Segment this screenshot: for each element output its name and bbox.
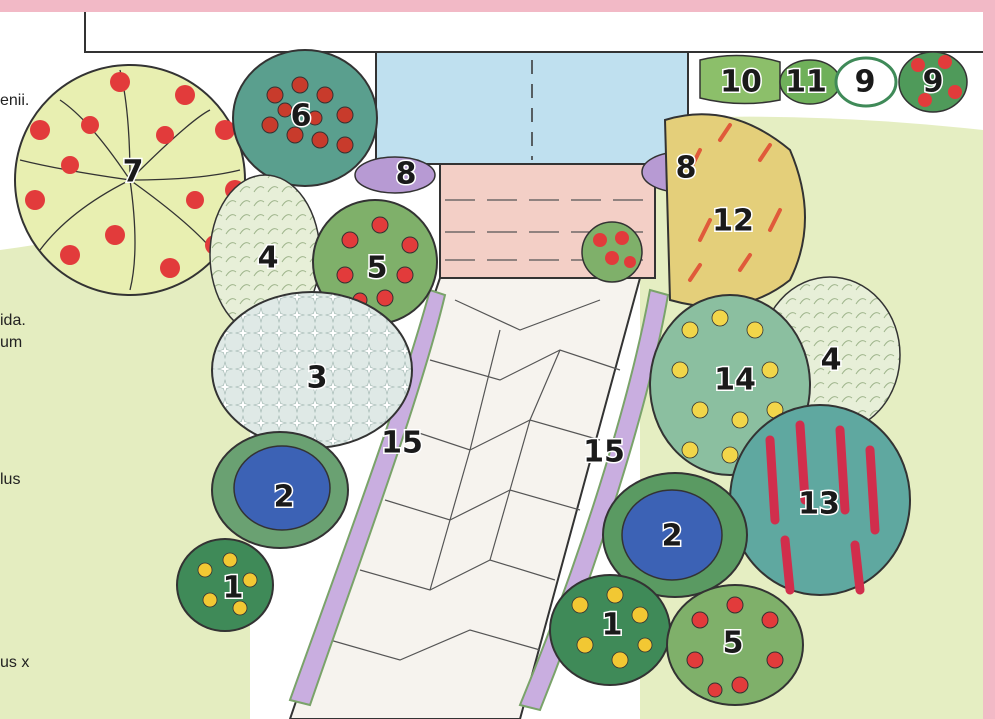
label-plant-3: 3	[307, 361, 328, 396]
label-plant-5-left: 5	[367, 251, 388, 286]
label-plant-11: 11	[785, 65, 827, 100]
caption-fragment-5: us x	[0, 654, 29, 672]
house-wall-outline	[85, 12, 983, 52]
label-plant-6: 6	[291, 99, 312, 134]
label-plant-14: 14	[714, 363, 756, 398]
caption-fragment-2: ida.	[0, 312, 26, 330]
caption-fragment-3: um	[0, 334, 22, 352]
caption-fragment-1: enii.	[0, 92, 29, 110]
label-plant-9-white: 9	[855, 65, 876, 100]
label-plant-4-left: 4	[258, 241, 279, 276]
label-plant-10: 10	[720, 65, 762, 100]
label-plant-7: 7	[123, 155, 144, 190]
label-plant-1-right: 1	[602, 608, 623, 643]
label-plant-15-left: 15	[381, 426, 423, 461]
caption-fragment-4: lus	[0, 471, 20, 489]
label-plant-1-left: 1	[223, 571, 244, 606]
label-plant-9-red: 9	[923, 65, 944, 100]
label-plant-2-right: 2	[662, 519, 683, 554]
frame-top-border	[0, 0, 995, 12]
label-plant-5-right: 5	[723, 626, 744, 661]
label-plant-2-left: 2	[274, 480, 295, 515]
label-plant-8-left: 8	[396, 157, 417, 192]
label-plant-13: 13	[798, 487, 840, 522]
label-plant-15-right: 15	[583, 435, 625, 470]
label-plant-12: 12	[712, 204, 754, 239]
label-plant-8-right: 8	[676, 151, 697, 186]
frame-right-border	[983, 0, 995, 719]
label-plant-4-right: 4	[821, 343, 842, 378]
